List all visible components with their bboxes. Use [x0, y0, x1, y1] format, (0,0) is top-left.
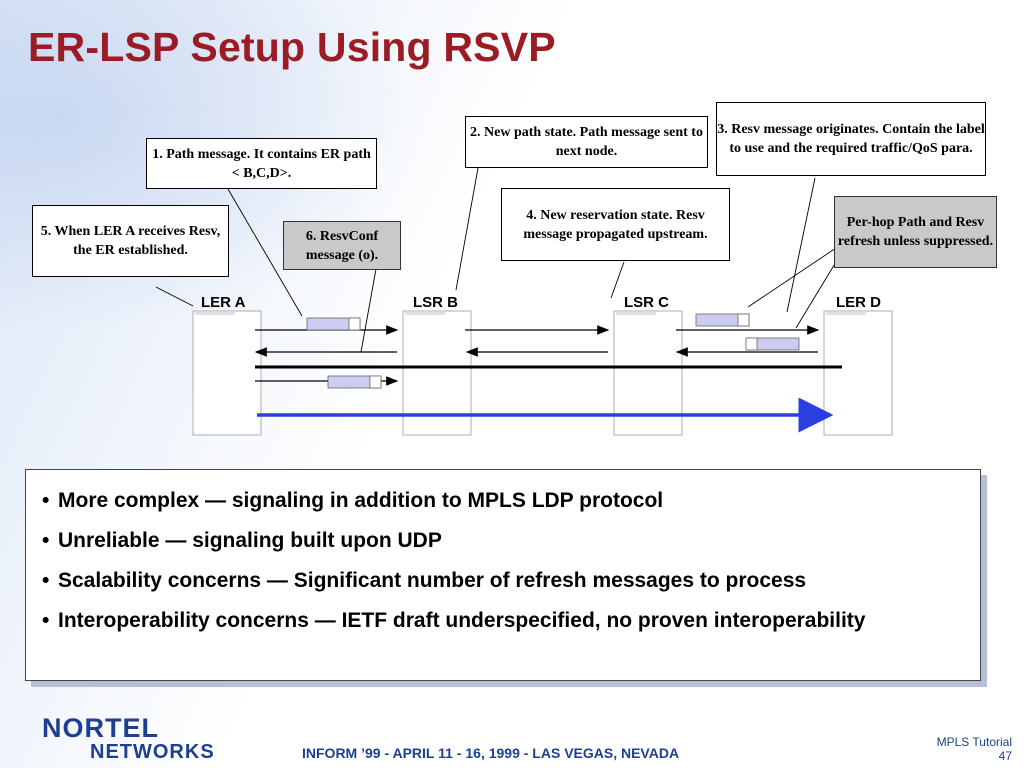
leader-line-3 — [786, 177, 816, 313]
nortel-networks-logo: NORTEL NETWORKS — [42, 714, 215, 762]
callout-new-path-state: 2. New path state. Path message sent to … — [465, 116, 708, 168]
leader-line-6 — [360, 268, 377, 353]
node-box-ler-d — [823, 310, 893, 436]
leader-line-5 — [155, 286, 194, 307]
callout-new-reservation-state: 4. New reservation state. Resv message p… — [501, 188, 730, 261]
node-label-lsr-c: LSR C — [624, 294, 669, 311]
node-label-lsr-b: LSR B — [413, 294, 458, 311]
path-packet-a-b — [306, 317, 361, 331]
bullet-item: More complex — signaling in addition to … — [42, 486, 970, 516]
node-box-ler-a — [192, 310, 262, 436]
bullet-item: Interoperability concerns — IETF draft u… — [42, 606, 970, 636]
callout-resv-originates: 3. Resv message originates. Contain the … — [716, 102, 986, 176]
node-header-ler-a — [195, 312, 235, 315]
corner-label: MPLS Tutorial — [936, 735, 1012, 749]
drawbacks-list: More complex — signaling in addition to … — [42, 486, 970, 636]
leader-line-7b — [795, 261, 837, 329]
callout-new-reservation-state-text: 4. New reservation state. Resv message p… — [523, 207, 708, 242]
callout-per-hop-refresh-text: Per-hop Path and Resv refresh unless sup… — [837, 215, 994, 249]
footer-event-text: INFORM ’99 - APRIL 11 - 16, 1999 - LAS V… — [302, 745, 680, 761]
callout-resv-originates-text: 3. Resv message originates. Contain the … — [717, 122, 985, 156]
page-number: 47 — [998, 749, 1012, 763]
callout-per-hop-refresh: Per-hop Path and Resv refresh unless sup… — [834, 196, 997, 268]
leader-line-1 — [227, 188, 303, 317]
resvconf-packet — [327, 375, 382, 389]
node-header-ler-d — [826, 312, 866, 315]
callout-new-path-state-text: 2. New path state. Path message sent to … — [470, 125, 703, 159]
leader-line-4 — [610, 261, 625, 299]
callout-er-established-text: 5. When LER A receives Resv, the ER esta… — [40, 224, 221, 258]
node-header-lsr-b — [405, 312, 445, 315]
logo-line-1: NORTEL — [42, 713, 159, 743]
slide-title: ER-LSP Setup Using RSVP — [28, 24, 556, 70]
path-packet-c-d — [695, 313, 750, 327]
callout-path-message: 1. Path message. It contains ER path < B… — [146, 138, 377, 189]
callout-resvconf-text: 6. ResvConf message (o). — [305, 228, 379, 263]
callout-path-message-text: 1. Path message. It contains ER path < B… — [152, 146, 371, 181]
node-label-ler-a: LER A — [201, 294, 246, 311]
node-header-lsr-c — [616, 312, 656, 315]
callout-er-established: 5. When LER A receives Resv, the ER esta… — [32, 205, 229, 277]
leader-line-7a — [747, 247, 837, 308]
drawbacks-panel: More complex — signaling in addition to … — [25, 469, 981, 681]
corner-info: MPLS Tutorial 47 — [937, 735, 1012, 763]
resv-packet-d-c — [745, 337, 800, 351]
node-label-ler-d: LER D — [836, 294, 881, 311]
bullet-item: Unreliable — signaling built upon UDP — [42, 526, 970, 556]
callout-resvconf: 6. ResvConf message (o). — [283, 221, 401, 270]
bullet-item: Scalability concerns — Significant numbe… — [42, 566, 970, 596]
leader-line-2 — [455, 167, 479, 291]
logo-line-2: NETWORKS — [90, 741, 215, 763]
